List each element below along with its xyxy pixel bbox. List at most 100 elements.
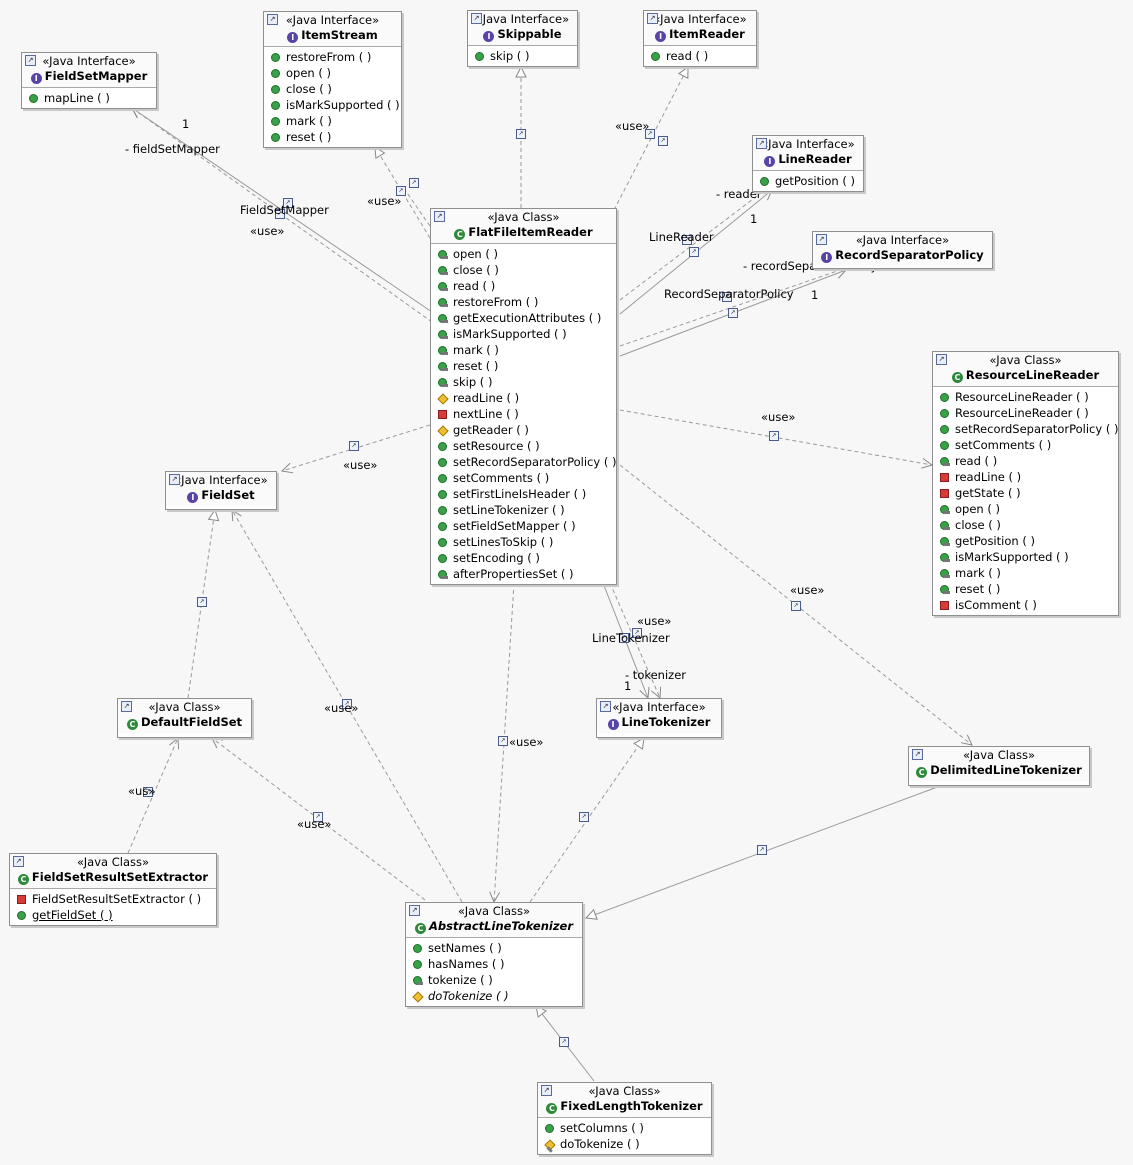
operation[interactable]: restoreFrom ( ) bbox=[264, 49, 401, 65]
public-method-icon bbox=[438, 442, 447, 451]
multiplicity-label: 1 bbox=[182, 117, 190, 131]
operation[interactable]: setRecordSeparatorPolicy ( ) bbox=[933, 421, 1118, 437]
operation[interactable]: getPosition ( ) bbox=[753, 173, 863, 189]
operation[interactable]: setNames ( ) bbox=[406, 940, 582, 956]
use-label: «use» bbox=[761, 410, 796, 424]
operation[interactable]: readLine ( ) bbox=[431, 390, 616, 406]
operation[interactable]: setLinesToSkip ( ) bbox=[431, 534, 616, 550]
public-method-icon bbox=[438, 474, 447, 483]
operation[interactable]: open ( ) bbox=[264, 65, 401, 81]
operation[interactable]: close ( ) bbox=[264, 81, 401, 97]
stereotype-label: «Java Class» bbox=[148, 700, 221, 714]
operation[interactable]: setResource ( ) bbox=[431, 438, 616, 454]
operation[interactable]: reset ( ) bbox=[933, 581, 1118, 597]
operation[interactable]: restoreFrom ( ) bbox=[431, 294, 616, 310]
interface-icon: I bbox=[607, 719, 619, 730]
operation[interactable]: getFieldSet ( ) bbox=[10, 907, 216, 923]
edge-marker: ↗ bbox=[559, 1037, 569, 1047]
operation[interactable]: open ( ) bbox=[431, 246, 616, 262]
operation[interactable]: nextLine ( ) bbox=[431, 406, 616, 422]
operation[interactable]: getState ( ) bbox=[933, 485, 1118, 501]
operation[interactable]: close ( ) bbox=[431, 262, 616, 278]
edge-marker: ↗ bbox=[275, 209, 285, 219]
edge-marker: ↗ bbox=[498, 736, 508, 746]
operation[interactable]: mark ( ) bbox=[933, 565, 1118, 581]
edge-marker: ↗ bbox=[283, 198, 293, 208]
operation[interactable]: readLine ( ) bbox=[933, 469, 1118, 485]
operation[interactable]: skip ( ) bbox=[431, 374, 616, 390]
operation[interactable]: read ( ) bbox=[431, 278, 616, 294]
operation[interactable]: getPosition ( ) bbox=[933, 533, 1118, 549]
operation[interactable]: hasNames ( ) bbox=[406, 956, 582, 972]
operation[interactable]: setFirstLineIsHeader ( ) bbox=[431, 486, 616, 502]
operation[interactable]: getReader ( ) bbox=[431, 422, 616, 438]
operation[interactable]: skip ( ) bbox=[468, 48, 577, 64]
stereotype-label: «Java Interface» bbox=[42, 54, 136, 68]
operation[interactable]: reset ( ) bbox=[431, 358, 616, 374]
operation[interactable]: setColumns ( ) bbox=[538, 1120, 711, 1136]
edge-marker: ↗ bbox=[516, 129, 526, 139]
operation[interactable]: tokenize ( ) bbox=[406, 972, 582, 988]
operation[interactable]: setComments ( ) bbox=[431, 470, 616, 486]
private-method-icon bbox=[940, 601, 949, 610]
operation[interactable]: ResourceLineReader ( ) bbox=[933, 389, 1118, 405]
use-label: «use» bbox=[367, 194, 402, 208]
public-override-method-icon bbox=[438, 298, 448, 307]
class-icon: C bbox=[17, 874, 29, 885]
constructor-icon bbox=[940, 393, 949, 402]
operation[interactable]: isMarkSupported ( ) bbox=[933, 549, 1118, 565]
operation[interactable]: afterPropertiesSet ( ) bbox=[431, 566, 616, 582]
stereotype-label: «Java Class» bbox=[487, 210, 560, 224]
operation[interactable]: setFieldSetMapper ( ) bbox=[431, 518, 616, 534]
operation[interactable]: setComments ( ) bbox=[933, 437, 1118, 453]
use-label: «use» bbox=[637, 614, 672, 628]
operation[interactable]: read ( ) bbox=[933, 453, 1118, 469]
operation[interactable]: close ( ) bbox=[933, 517, 1118, 533]
operation[interactable]: mark ( ) bbox=[431, 342, 616, 358]
operation[interactable]: read ( ) bbox=[644, 48, 756, 64]
edge-marker: ↗ bbox=[579, 812, 589, 822]
operation[interactable]: reset ( ) bbox=[264, 129, 401, 145]
operation[interactable]: setLineTokenizer ( ) bbox=[431, 502, 616, 518]
stereotype-label: «Java Interface» bbox=[855, 233, 950, 247]
operation[interactable]: setEncoding ( ) bbox=[431, 550, 616, 566]
operation[interactable]: doTokenize ( ) bbox=[406, 988, 582, 1004]
operation[interactable]: mapLine ( ) bbox=[22, 90, 156, 106]
operation[interactable]: isComment ( ) bbox=[933, 597, 1118, 613]
edge-flatfile-linereader-use bbox=[619, 189, 766, 301]
use-label: «use» bbox=[324, 701, 359, 715]
name-label-fieldsetmapper: FieldSetMapper bbox=[240, 203, 329, 217]
use-label-partial: «us» bbox=[128, 784, 156, 798]
stereotype-label: «Java Interface» bbox=[285, 13, 380, 27]
operation[interactable]: FieldSetResultSetExtractor ( ) bbox=[10, 891, 216, 907]
operation[interactable]: isMarkSupported ( ) bbox=[264, 97, 401, 113]
operation[interactable]: setRecordSeparatorPolicy ( ) bbox=[431, 454, 616, 470]
operation[interactable]: isMarkSupported ( ) bbox=[431, 326, 616, 342]
operation[interactable]: open ( ) bbox=[933, 501, 1118, 517]
protected-method-icon bbox=[437, 425, 449, 437]
operation[interactable]: doTokenize ( ) bbox=[538, 1136, 711, 1152]
operation[interactable]: mark ( ) bbox=[264, 113, 401, 129]
operation[interactable]: ResourceLineReader ( ) bbox=[933, 405, 1118, 421]
operation[interactable]: getExecutionAttributes ( ) bbox=[431, 310, 616, 326]
